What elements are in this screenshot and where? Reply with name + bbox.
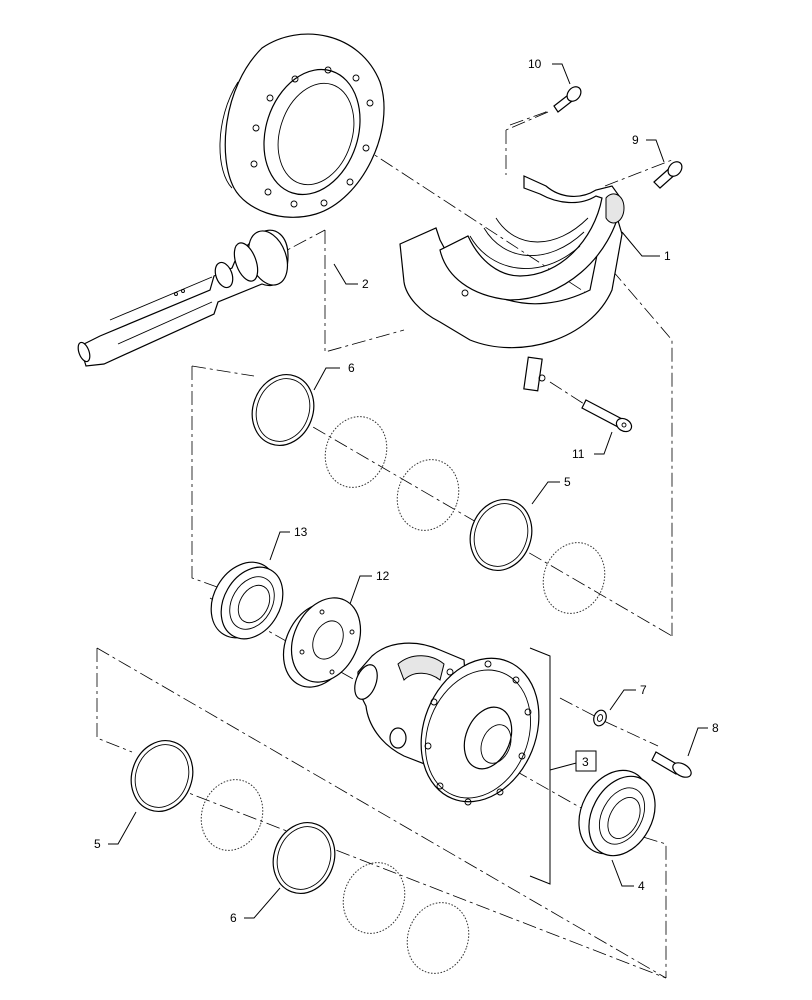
callout-4: 4 xyxy=(638,879,645,893)
carrier-cover xyxy=(399,175,625,392)
leader-lines xyxy=(108,63,708,919)
bolt-9 xyxy=(653,161,683,189)
ring-gear xyxy=(219,33,385,218)
callout-6-lower: 6 xyxy=(230,911,237,925)
washer-7 xyxy=(593,709,607,727)
bearing-4 xyxy=(578,769,656,857)
callout-9: 9 xyxy=(632,133,639,147)
callout-13: 13 xyxy=(294,525,308,539)
ring-gear-bolt-holes xyxy=(250,66,374,208)
lower-shims xyxy=(130,740,470,974)
bearing-13 xyxy=(210,561,284,640)
callout-7: 7 xyxy=(640,683,647,697)
callout-1: 1 xyxy=(664,249,671,263)
upper-shims xyxy=(251,374,606,614)
callout-6-upper: 6 xyxy=(348,361,355,375)
callout-2: 2 xyxy=(362,277,369,291)
callout-11: 11 xyxy=(572,447,585,461)
group-bracket-3-tick xyxy=(549,761,581,771)
group-bracket-3 xyxy=(529,647,551,885)
callout-5-upper: 5 xyxy=(564,475,571,489)
case-bolt-holes xyxy=(424,660,532,806)
callout-3: 3 xyxy=(582,755,589,769)
callout-box-3 xyxy=(575,750,597,772)
bolt-11 xyxy=(581,399,633,433)
bolt-8 xyxy=(651,751,692,778)
callout-10: 10 xyxy=(528,57,542,71)
callout-12: 12 xyxy=(376,569,390,583)
callout-labels: 10 9 1 2 6 11 5 13 12 7 8 3 5 4 6 xyxy=(94,57,719,925)
pinion-shaft xyxy=(77,229,289,367)
side-gear-plate-12 xyxy=(282,597,362,688)
bolt-10 xyxy=(553,86,582,113)
differential-case xyxy=(354,642,540,806)
callout-5-lower: 5 xyxy=(94,837,101,851)
callout-8: 8 xyxy=(712,721,719,735)
